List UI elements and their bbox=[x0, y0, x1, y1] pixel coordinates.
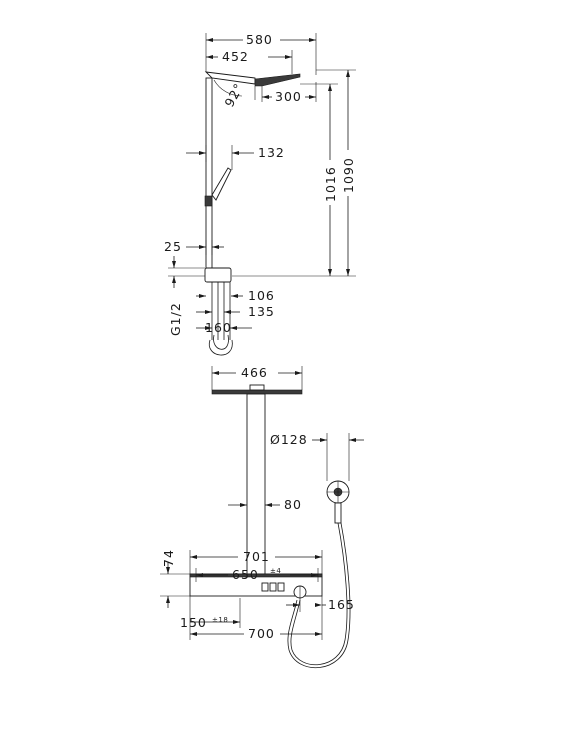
side-shower-arm bbox=[204, 71, 256, 85]
side-hand-shower bbox=[211, 167, 232, 201]
dim-701-label: 701 bbox=[243, 549, 270, 564]
dim-thread-label: G1/2 bbox=[168, 302, 183, 336]
dim-80-label: 80 bbox=[284, 497, 302, 512]
side-thermostat-body bbox=[204, 267, 232, 283]
dim-165-label: 165 bbox=[328, 597, 355, 612]
dim-128-label: Ø128 bbox=[270, 432, 308, 447]
dim-92deg-label: 92° bbox=[221, 80, 246, 109]
dim-106-label: 106 bbox=[248, 288, 275, 303]
side-view: 580 452 92° 300 1016 1090 bbox=[164, 32, 356, 356]
dim-135-label: 135 bbox=[248, 304, 275, 319]
side-riser-pipe bbox=[205, 77, 213, 273]
dim-1016-label: 1016 bbox=[323, 166, 338, 202]
dim-132-label: 132 bbox=[258, 145, 285, 160]
front-view: 466 Ø128 80 74 701 bbox=[160, 365, 364, 669]
side-hand-shower-holder bbox=[204, 195, 213, 207]
dim-700-label: 700 bbox=[248, 626, 275, 641]
dim-452-label: 452 bbox=[222, 49, 249, 64]
front-hose bbox=[290, 522, 348, 666]
side-hose bbox=[213, 334, 229, 350]
front-riser-pipe bbox=[246, 393, 266, 575]
dim-1090-label: 1090 bbox=[341, 157, 356, 193]
dim-150-tolerance: ±18 bbox=[212, 616, 228, 624]
dim-160-label: 160 bbox=[205, 320, 232, 335]
dim-650-tolerance: ±4 bbox=[270, 567, 281, 575]
dim-466-label: 466 bbox=[241, 365, 268, 380]
front-overhead-shower bbox=[211, 389, 303, 395]
dim-150-label: 150 bbox=[180, 615, 207, 630]
front-control-button-2 bbox=[269, 582, 277, 592]
side-overhead-shower bbox=[254, 73, 301, 87]
dim-650-label: 650 bbox=[232, 567, 259, 582]
front-control-button-1 bbox=[261, 582, 269, 592]
dim-580-label: 580 bbox=[246, 32, 273, 47]
dim-74-label: 74 bbox=[161, 549, 176, 567]
front-hand-shower-handle bbox=[334, 502, 342, 524]
dim-25-label: 25 bbox=[164, 239, 182, 254]
front-control-button-3 bbox=[277, 582, 285, 592]
dim-300-label: 300 bbox=[275, 89, 302, 104]
